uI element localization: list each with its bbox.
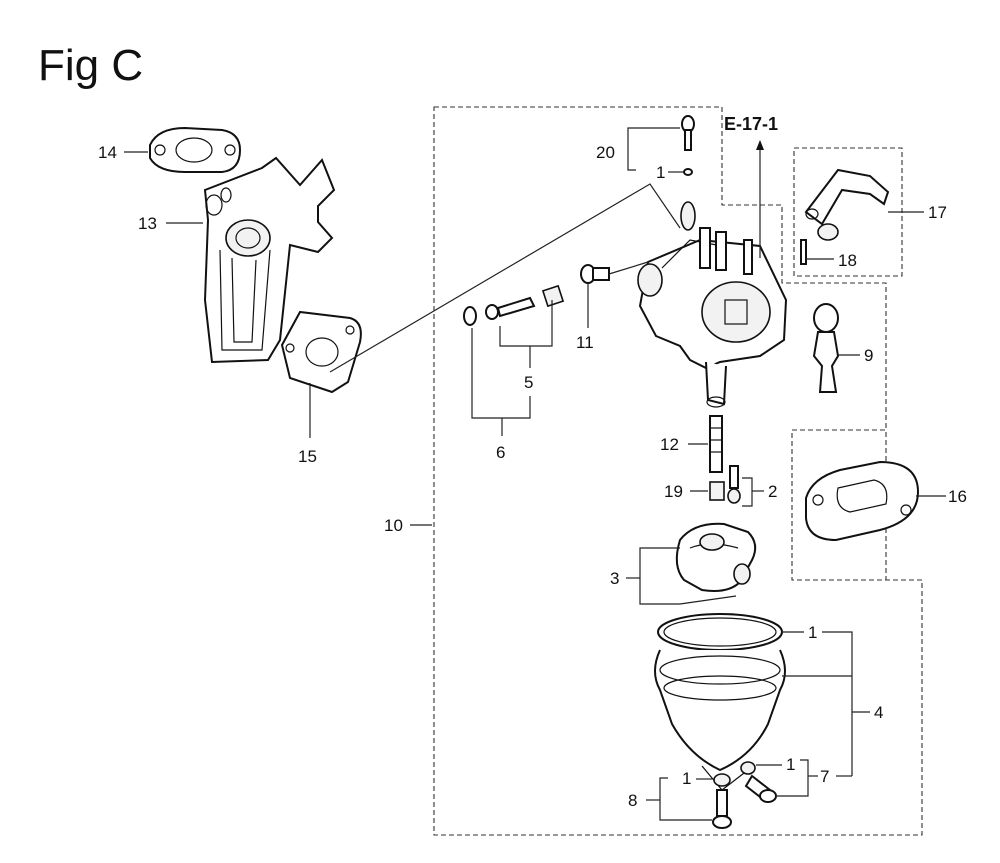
callout-12: 12 bbox=[660, 435, 679, 454]
alignment-line-11 bbox=[608, 261, 649, 275]
callout-18: 18 bbox=[838, 251, 857, 270]
insulator-13-drawing bbox=[203, 156, 336, 364]
gasket-16-drawing bbox=[805, 460, 920, 542]
screw-20-drawing bbox=[681, 115, 695, 151]
o-ring-6-drawing bbox=[463, 306, 477, 326]
bracket-4-top bbox=[822, 631, 853, 776]
gasket-box-edge bbox=[792, 429, 887, 580]
callout-17: 17 bbox=[928, 203, 947, 222]
alignment-line-15 bbox=[329, 183, 681, 373]
carburetor-body-drawing bbox=[637, 201, 788, 408]
jet-19-drawing bbox=[709, 481, 725, 501]
callout-7: 7 bbox=[820, 767, 829, 786]
jet-12-drawing bbox=[709, 415, 723, 473]
drain-screw-7-drawing bbox=[740, 761, 777, 803]
callout-1-bolt: 1 bbox=[682, 769, 691, 788]
choke-lever-17-drawing bbox=[804, 168, 890, 241]
callout-9: 9 bbox=[864, 346, 873, 365]
callout-13: 13 bbox=[138, 214, 157, 233]
part-9-drawing bbox=[812, 303, 840, 393]
bracket-2 bbox=[742, 477, 753, 507]
reference-label: E-17-1 bbox=[724, 114, 778, 134]
screw-11-drawing bbox=[580, 264, 610, 284]
jet-2-drawing bbox=[727, 465, 741, 504]
choke-lever-box bbox=[793, 147, 903, 277]
screw-set-5-drawing bbox=[485, 284, 565, 320]
callout-11: 11 bbox=[576, 333, 594, 352]
callout-6: 6 bbox=[496, 443, 505, 462]
callout-19: 19 bbox=[664, 482, 683, 501]
callout-20: 20 bbox=[596, 143, 615, 162]
bracket-6 bbox=[471, 328, 531, 419]
float-3-drawing bbox=[675, 522, 757, 592]
callout-15: 15 bbox=[298, 447, 317, 466]
pin-18-drawing bbox=[800, 239, 807, 265]
float-bowl-drawing bbox=[654, 613, 786, 791]
callout-1-bowl: 1 bbox=[808, 623, 817, 642]
callout-3: 3 bbox=[610, 569, 619, 588]
bolt-8-drawing bbox=[712, 773, 732, 829]
figure-title: Fig C bbox=[38, 41, 143, 90]
callout-2: 2 bbox=[768, 482, 777, 501]
callout-1-top: 1 bbox=[656, 163, 665, 182]
leader-3b bbox=[679, 595, 737, 605]
callout-16: 16 bbox=[948, 487, 967, 506]
bracket-3 bbox=[639, 547, 680, 605]
callout-10: 10 bbox=[384, 516, 403, 535]
callout-4: 4 bbox=[874, 703, 883, 722]
bracket-5 bbox=[499, 300, 553, 347]
carburetor-assembly-boundary bbox=[433, 106, 923, 836]
callout-14: 14 bbox=[98, 143, 117, 162]
gasket-14-drawing bbox=[149, 126, 242, 173]
washer-1-top-drawing bbox=[683, 168, 693, 176]
bracket-7 bbox=[776, 759, 809, 797]
callout-8: 8 bbox=[628, 791, 637, 810]
bracket-20 bbox=[627, 127, 636, 171]
gasket-15-drawing bbox=[280, 310, 362, 394]
callout-5: 5 bbox=[524, 373, 533, 392]
bracket-8 bbox=[659, 777, 712, 821]
callout-1-drain: 1 bbox=[786, 755, 795, 774]
reference-arrow-head bbox=[756, 140, 764, 150]
